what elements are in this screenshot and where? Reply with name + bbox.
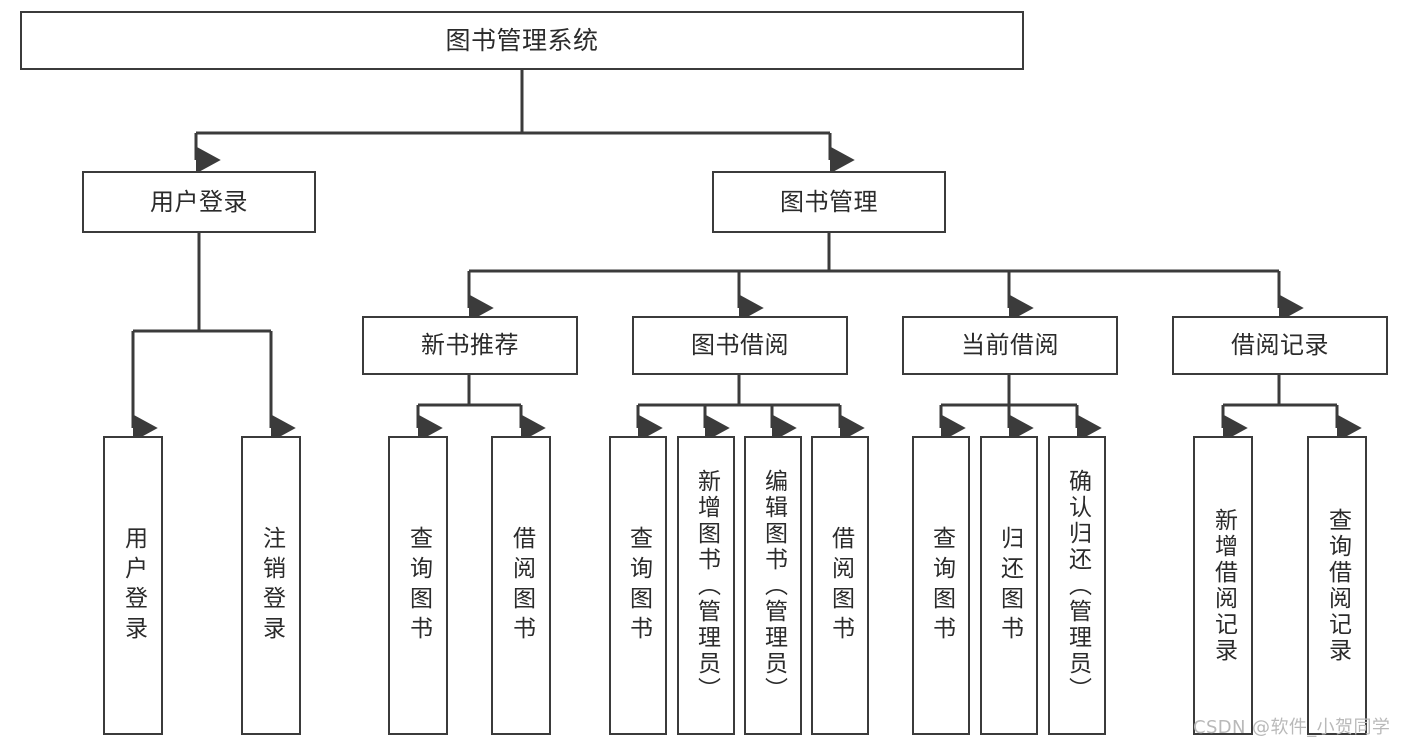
node-leaf-user-login-label: 用户登录 <box>120 525 147 646</box>
node-user-login-label: 用户登录 <box>150 187 248 216</box>
node-leaf-return-book-label: 归还图书 <box>996 525 1023 646</box>
node-current-borrow[interactable]: 当前借阅 <box>902 316 1118 375</box>
node-borrow-record-label: 借阅记录 <box>1231 331 1329 360</box>
node-leaf-query-book-recommend-label: 查询图书 <box>405 525 432 646</box>
node-leaf-query-borrow-record-label: 查询借阅记录 <box>1324 507 1351 664</box>
node-leaf-query-book-borrow-label: 查询图书 <box>625 525 652 646</box>
node-leaf-user-login[interactable]: 用户登录 <box>103 436 163 735</box>
node-leaf-return-book[interactable]: 归还图书 <box>980 436 1038 735</box>
node-leaf-query-book-recommend[interactable]: 查询图书 <box>388 436 448 735</box>
node-leaf-query-book-current[interactable]: 查询图书 <box>912 436 970 735</box>
node-book-borrow[interactable]: 图书借阅 <box>632 316 848 375</box>
node-book-management[interactable]: 图书管理 <box>712 171 946 233</box>
node-leaf-logout-label: 注销登录 <box>258 525 285 646</box>
node-root-system-label: 图书管理系统 <box>445 25 599 55</box>
node-leaf-add-book-admin[interactable]: 新增图书（管理员） <box>677 436 735 735</box>
node-leaf-borrow-book-recommend-label: 借阅图书 <box>508 525 535 646</box>
node-user-login[interactable]: 用户登录 <box>82 171 316 233</box>
node-current-borrow-label: 当前借阅 <box>961 331 1059 360</box>
node-leaf-query-borrow-record[interactable]: 查询借阅记录 <box>1307 436 1367 735</box>
node-leaf-edit-book-admin-label: 编辑图书（管理员） <box>760 468 787 703</box>
node-leaf-confirm-return-admin-label: 确认归还（管理员） <box>1064 468 1091 703</box>
node-leaf-borrow-book-label: 借阅图书 <box>827 525 854 646</box>
node-borrow-record[interactable]: 借阅记录 <box>1172 316 1388 375</box>
node-leaf-edit-book-admin[interactable]: 编辑图书（管理员） <box>744 436 802 735</box>
node-book-management-label: 图书管理 <box>780 187 878 216</box>
node-leaf-add-borrow-record[interactable]: 新增借阅记录 <box>1193 436 1253 735</box>
node-new-book-recommend-label: 新书推荐 <box>421 331 519 360</box>
node-leaf-logout[interactable]: 注销登录 <box>241 436 301 735</box>
node-leaf-add-book-admin-label: 新增图书（管理员） <box>693 468 720 703</box>
node-new-book-recommend[interactable]: 新书推荐 <box>362 316 578 375</box>
node-leaf-borrow-book-recommend[interactable]: 借阅图书 <box>491 436 551 735</box>
node-leaf-confirm-return-admin[interactable]: 确认归还（管理员） <box>1048 436 1106 735</box>
node-leaf-add-borrow-record-label: 新增借阅记录 <box>1210 507 1237 664</box>
node-root-system[interactable]: 图书管理系统 <box>20 11 1024 70</box>
node-leaf-query-book-borrow[interactable]: 查询图书 <box>609 436 667 735</box>
node-leaf-borrow-book[interactable]: 借阅图书 <box>811 436 869 735</box>
node-leaf-query-book-current-label: 查询图书 <box>928 525 955 646</box>
node-book-borrow-label: 图书借阅 <box>691 331 789 360</box>
